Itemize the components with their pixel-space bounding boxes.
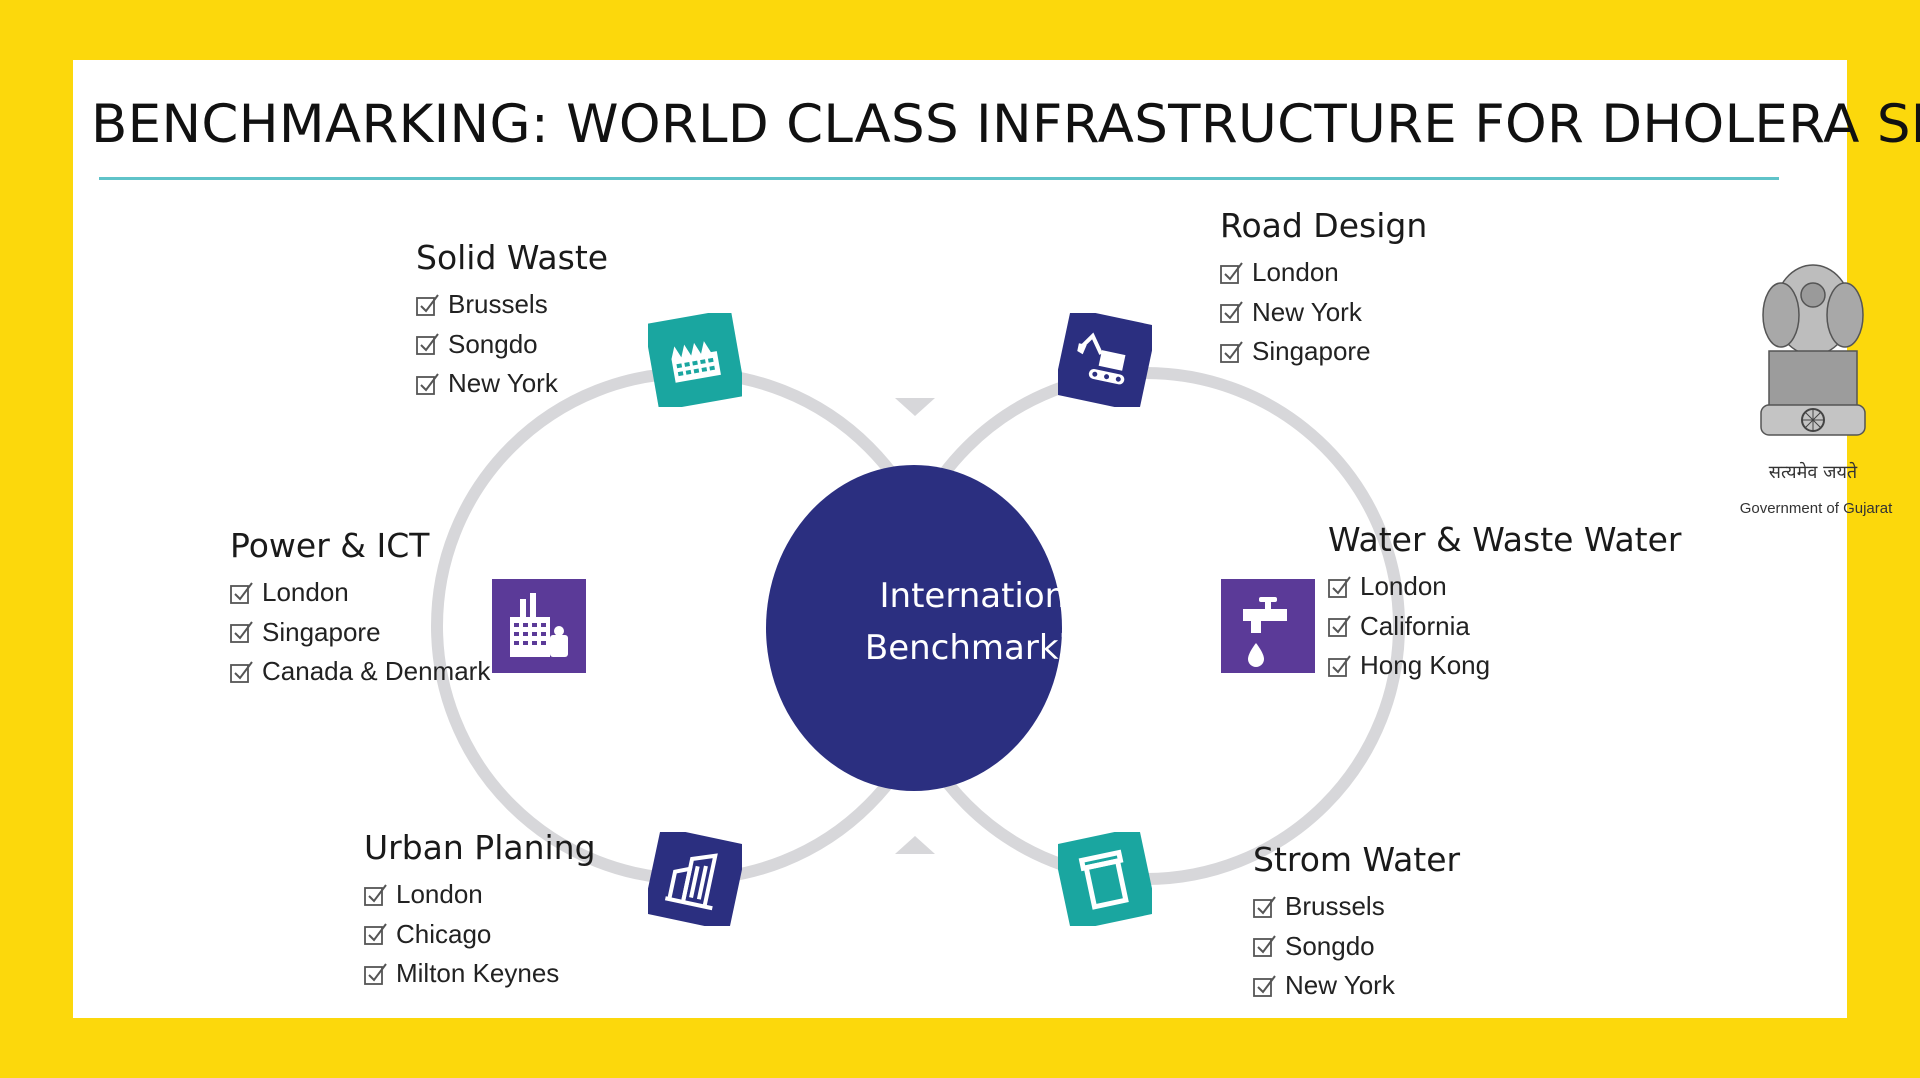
list-item: Milton Keynes (364, 954, 596, 994)
page-title: BENCHMARKING: WORLD CLASS INFRASTRUCTURE… (91, 94, 1920, 155)
national-emblem-icon (1760, 264, 1866, 436)
group-water-title: Water & Waste Water (1328, 520, 1682, 559)
title-divider (99, 177, 1779, 180)
list-item-label: Songdo (1285, 930, 1375, 961)
group-solid-waste: Solid Waste Brussels Songdo New York (416, 238, 608, 404)
list-item: London (1220, 253, 1427, 293)
emblem-motto: सत्यमेव जयते (1768, 462, 1858, 483)
checkbox-icon (1328, 655, 1351, 677)
list-item-label: London (262, 577, 349, 608)
checkbox-icon (416, 333, 439, 356)
list-item: Singapore (230, 613, 490, 653)
emblem-caption: Government of Gujarat (1739, 500, 1893, 517)
list-item: London (364, 875, 596, 915)
list-item-label: Brussels (448, 289, 548, 320)
list-item-label: London (396, 879, 483, 910)
group-solid-waste-title: Solid Waste (416, 238, 609, 277)
center-label-line1: International (879, 576, 1097, 616)
checkbox-icon (1328, 576, 1351, 598)
list-item-label: Singapore (262, 616, 381, 647)
center-label: International Benchmarking (763, 570, 1213, 674)
list-item-label: Canada & Denmark (262, 656, 491, 687)
list-item: Brussels (1253, 887, 1460, 927)
list-item-label: Chicago (396, 918, 492, 949)
group-storm-title: Strom Water (1253, 840, 1461, 879)
bottom-arrow-head (895, 836, 935, 854)
factory-icon (648, 313, 742, 407)
checkbox-icon (1253, 975, 1276, 997)
list-item: New York (416, 364, 608, 404)
list-item-label: Hong Kong (1360, 650, 1491, 681)
list-item: Brussels (416, 285, 608, 325)
power-plant-icon (492, 579, 586, 673)
checkbox-icon (1253, 896, 1276, 918)
group-power-ict: Power & ICT London Singapore Canada & De… (230, 526, 490, 692)
water-tank-icon (1058, 832, 1152, 926)
list-item: Chicago (364, 915, 596, 955)
list-item: Canada & Denmark (230, 652, 490, 692)
checkbox-icon (230, 582, 253, 604)
list-item: London (1328, 567, 1681, 607)
slide: BENCHMARKING: WORLD CLASS INFRASTRUCTURE… (73, 60, 1920, 1018)
list-item-label: New York (1285, 970, 1395, 1001)
checkbox-icon (1220, 262, 1243, 284)
checkbox-icon (1328, 615, 1351, 638)
checkbox-icon (230, 621, 253, 644)
list-item-label: London (1360, 571, 1447, 602)
list-item: Singapore (1220, 332, 1427, 372)
list-item-label: London (1252, 257, 1339, 288)
group-road-design: Road Design London New York Singapore (1220, 206, 1427, 372)
list-item-label: New York (448, 368, 558, 399)
list-item: California (1328, 607, 1681, 647)
checkbox-icon (364, 923, 387, 946)
checkbox-icon (230, 661, 253, 683)
group-urban: Urban Planing London Chicago Milton Keyn… (364, 828, 596, 994)
group-storm: Strom Water Brussels Songdo New York (1253, 840, 1460, 1006)
checkbox-icon (364, 884, 387, 906)
group-power-ict-title: Power & ICT (230, 526, 430, 565)
list-item: Songdo (1253, 927, 1460, 967)
buildings-icon (648, 832, 742, 926)
checkbox-icon (1220, 341, 1243, 363)
list-item-label: California (1360, 610, 1470, 641)
group-urban-title: Urban Planing (364, 828, 596, 867)
list-item: New York (1253, 966, 1460, 1006)
checkbox-icon (1220, 301, 1243, 324)
group-road-design-title: Road Design (1220, 206, 1428, 245)
list-item: Hong Kong (1328, 646, 1681, 686)
checkbox-icon (416, 373, 439, 395)
checkbox-icon (1253, 935, 1276, 958)
group-water: Water & Waste Water London California Ho… (1328, 520, 1681, 686)
list-item: London (230, 573, 490, 613)
center-circle (766, 465, 1062, 791)
list-item-label: Singapore (1252, 336, 1371, 367)
list-item-label: New York (1252, 296, 1362, 327)
center-label-line2: Benchmarking (864, 628, 1112, 668)
list-item-label: Brussels (1285, 891, 1385, 922)
list-item-label: Milton Keynes (396, 958, 560, 989)
checkbox-icon (416, 294, 439, 316)
checkbox-icon (364, 963, 387, 985)
top-arrow-head (895, 398, 935, 416)
excavator-icon (1058, 313, 1152, 407)
water-tap-icon (1221, 579, 1315, 673)
list-item: Songdo (416, 325, 608, 365)
list-item: New York (1220, 293, 1427, 333)
list-item-label: Songdo (448, 328, 538, 359)
